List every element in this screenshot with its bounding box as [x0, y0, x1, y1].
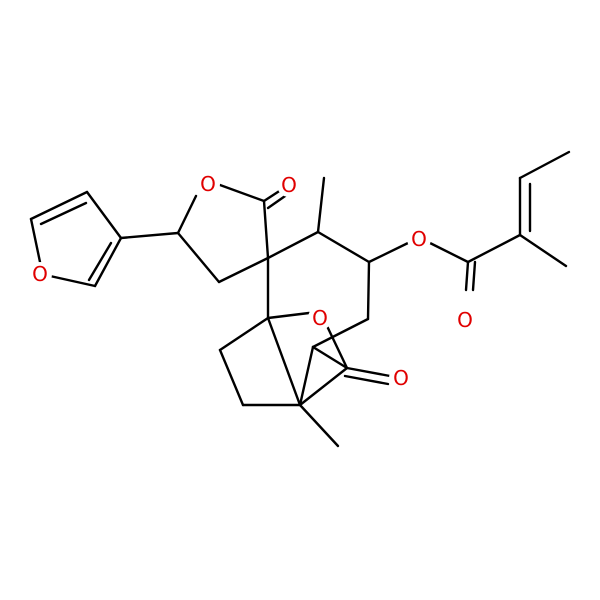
- atom-bg-o-ester: [407, 227, 431, 251]
- bond-furan-c3-c4: [93, 236, 123, 288]
- bond-furan-lactone: [119, 231, 180, 240]
- atom-bg-o-ester-carbonyl: [453, 308, 477, 332]
- atom-labels: O O O O O O O: [28, 172, 477, 390]
- bond-furan-c1-c2: [29, 190, 89, 221]
- atom-o-lactone-ring: O: [200, 172, 216, 196]
- bonds: [29, 150, 571, 448]
- bond-furan-c2-c3: [85, 190, 123, 240]
- bond-lactone-c-o: [176, 194, 198, 235]
- bond-coester-o: [367, 241, 410, 264]
- bond-lactone-o-ccarbonyl: [218, 183, 266, 203]
- atom-bg-o-bridge-carbonyl: [389, 366, 413, 390]
- atom-o-ester-carbonyl: O: [457, 308, 473, 332]
- bond-bridge-o-c: [325, 324, 349, 370]
- atom-bg-o-bridge: [308, 306, 332, 330]
- bond-o-ester-c: [428, 241, 470, 264]
- bond-quat-ch2: [218, 316, 270, 352]
- atom-o-lactone-carbonyl: O: [281, 173, 297, 197]
- bond-bridge-cq-cme: [298, 345, 315, 407]
- bond-ch2-bridge-c: [311, 317, 370, 349]
- bond-cme-methyl: [316, 176, 326, 234]
- bond-ester-carbonyl-2: [471, 260, 477, 292]
- bond-alkene-methyl: [518, 233, 568, 268]
- bond-furan-c4-o: [48, 274, 97, 288]
- bond-cme-coester: [316, 230, 371, 264]
- bond-ester-c-alkene: [466, 233, 522, 264]
- atom-o-ester: O: [411, 227, 427, 251]
- bond-bridge-c-carbonyl: [345, 366, 392, 378]
- bond-bridge-cme-c: [298, 366, 349, 407]
- atom-bg-o-lactone-carbonyl: [277, 173, 301, 197]
- bond-lactone-ccarbonyl-spiro: [262, 199, 270, 260]
- atom-bg-o-furan: [28, 262, 52, 286]
- atom-bg-o-lactone-ring: [196, 172, 220, 196]
- atom-o-furan: O: [32, 262, 48, 286]
- bond-coester-ch2: [366, 260, 371, 321]
- bond-furan-c1-c2-inner: [39, 201, 88, 226]
- bond-lactone-ch2-c: [176, 231, 221, 284]
- bond-furan-c3-c4-inner: [87, 241, 113, 282]
- bond-lactone-carbonyl-2: [266, 192, 290, 210]
- bond-quat-cme: [266, 316, 302, 407]
- bond-furan-o-c1: [29, 217, 42, 264]
- bond-ch2-ch2: [218, 348, 245, 407]
- bond-lactone-spiro-ch2: [217, 256, 270, 284]
- bond-cme-methyl-2: [298, 403, 340, 448]
- bond-bridge-c-carbonyl-2: [343, 374, 390, 386]
- atom-o-bridge: O: [312, 306, 328, 330]
- bond-quat-bridge-o: [266, 311, 311, 320]
- atom-o-bridge-carbonyl: O: [393, 366, 409, 390]
- bond-bridge-c-cq: [311, 345, 349, 370]
- bond-ester-carbonyl: [464, 260, 470, 292]
- bond-alkene-ethyl: [518, 150, 571, 180]
- bond-spiro-cme: [266, 230, 320, 260]
